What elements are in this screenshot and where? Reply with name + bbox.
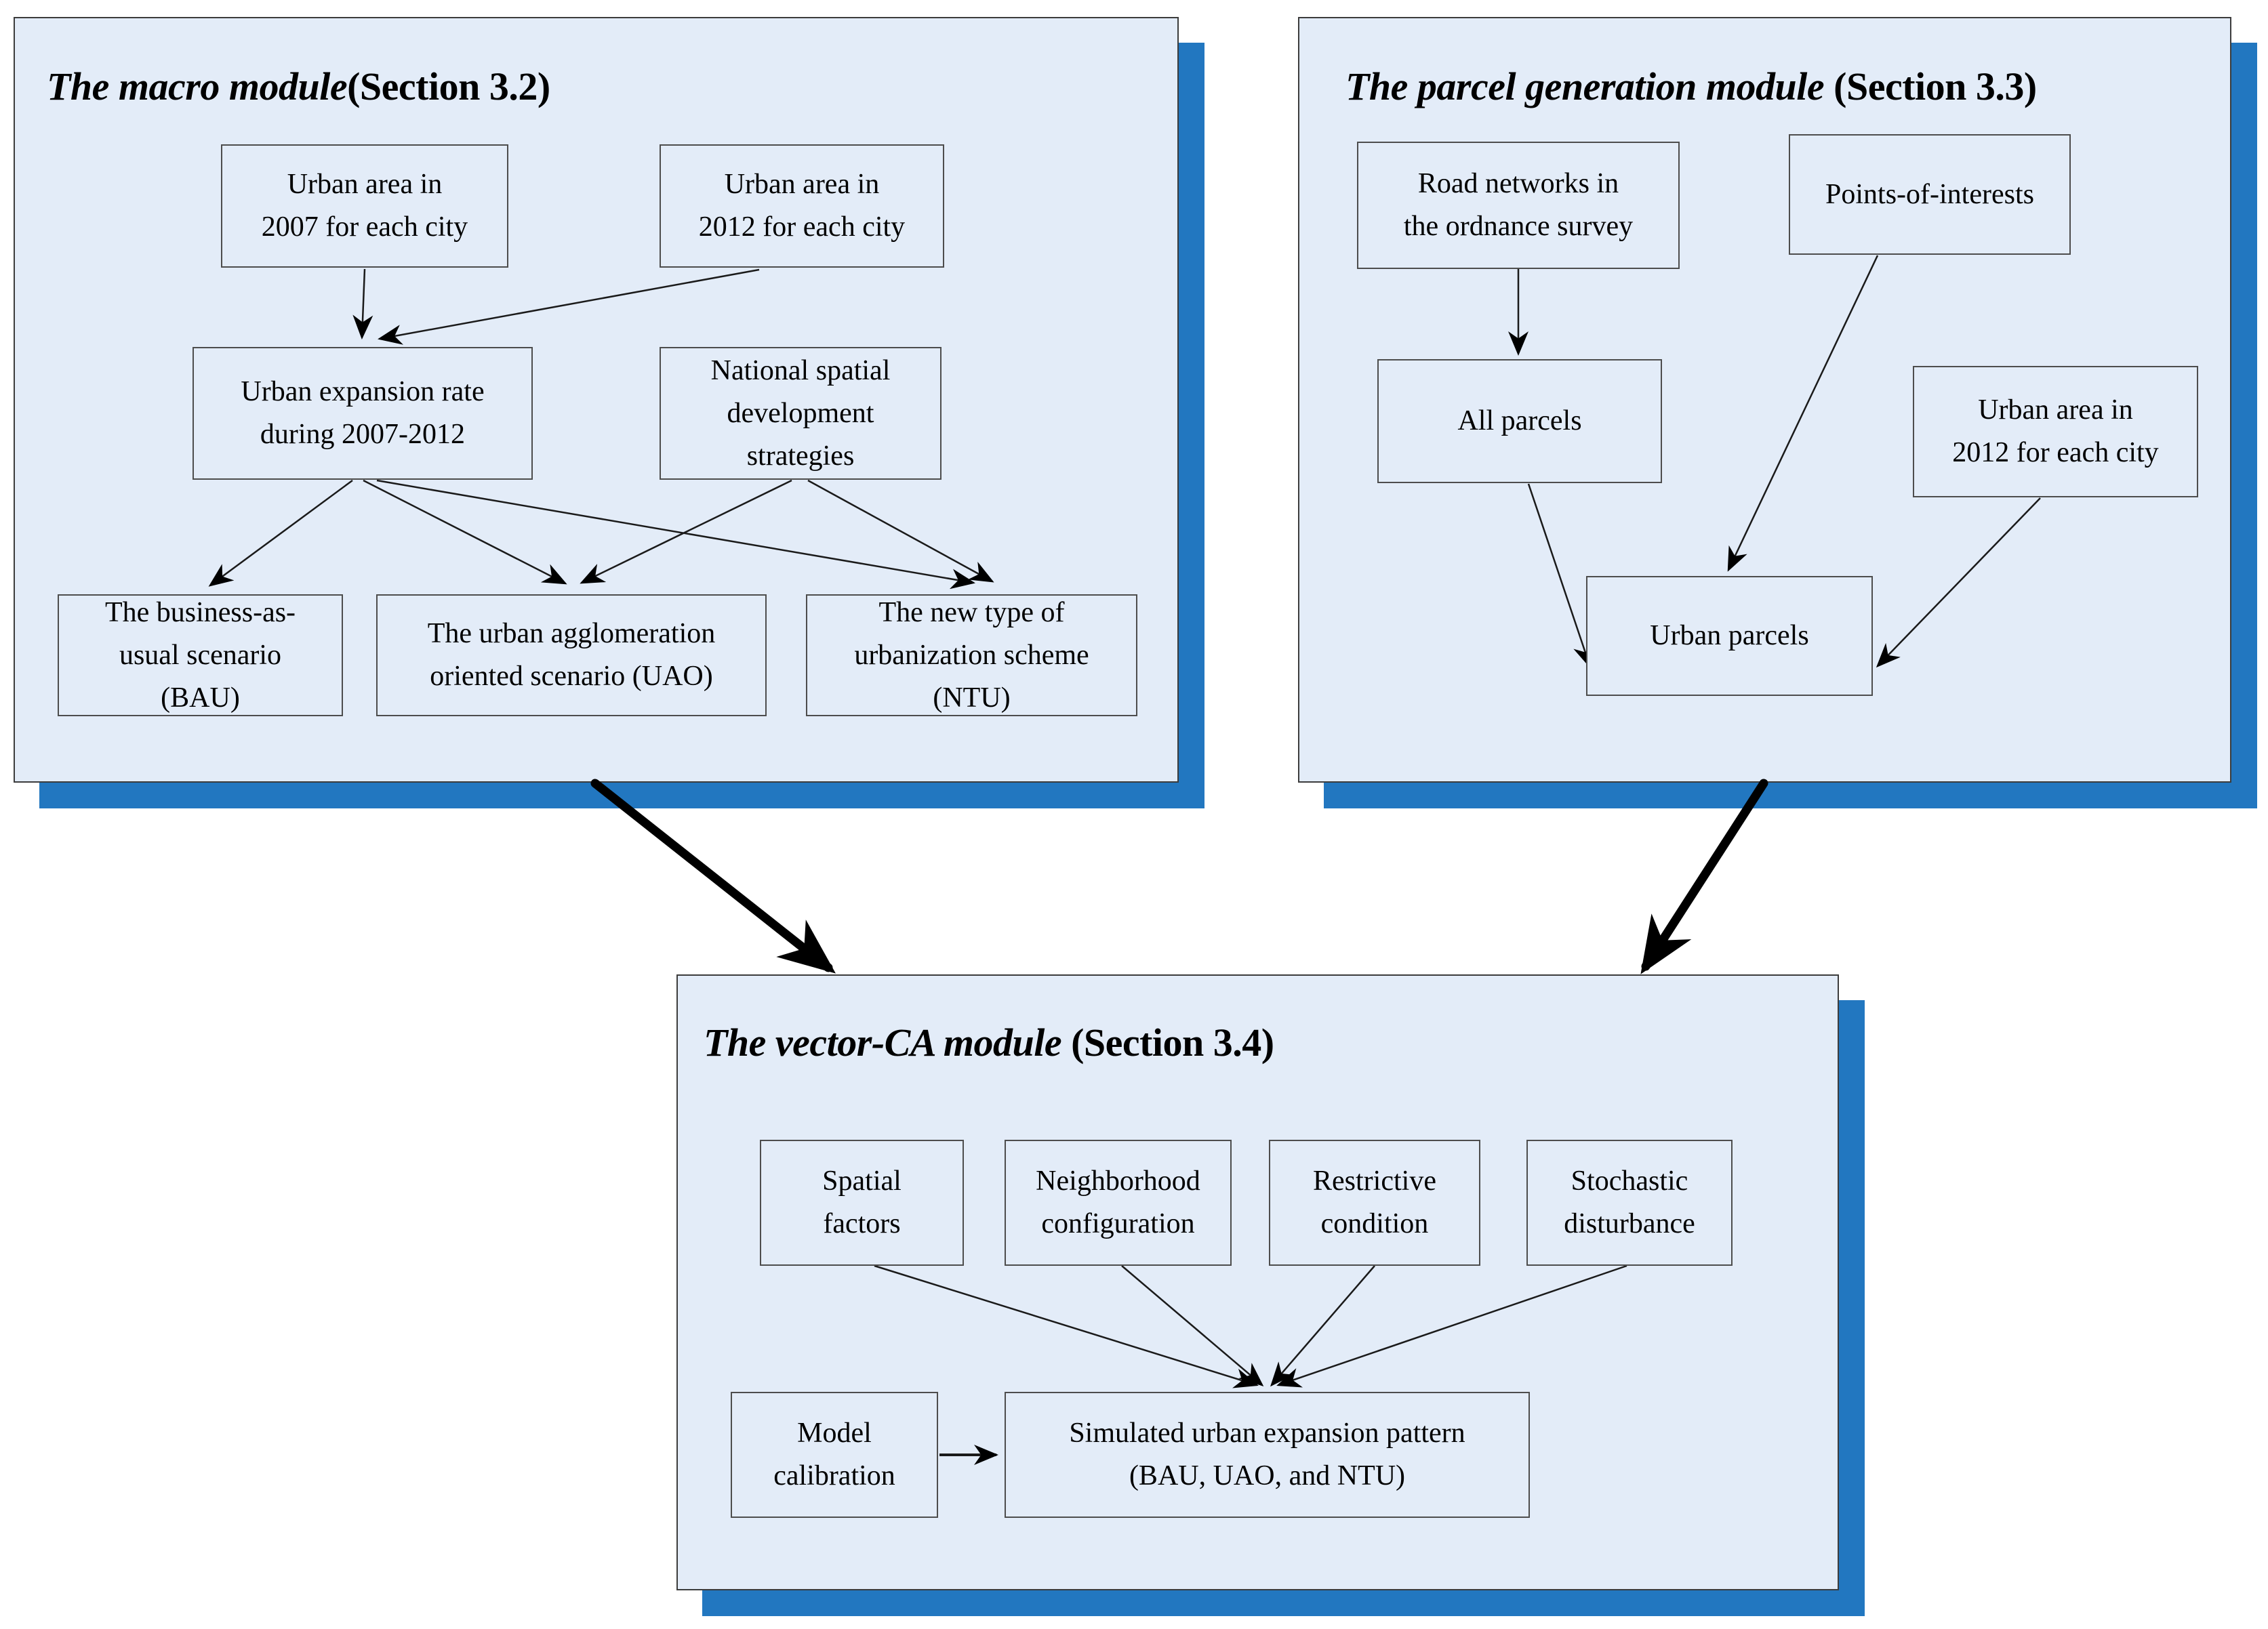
- node-spatial-factors-label: Spatial factors: [822, 1166, 902, 1239]
- node-restrictive-condition: Restrictive condition: [1269, 1140, 1480, 1266]
- arrow-macro-to-vectorca: [590, 779, 836, 974]
- macro-module-title-name: The macro module: [47, 64, 348, 108]
- node-urban-expansion-rate: Urban expansion rate during 2007-2012: [193, 347, 533, 480]
- node-bau-scenario-label: The business-as- usual scenario (BAU): [104, 596, 296, 714]
- node-simulated-pattern: Simulated urban expansion pattern (BAU, …: [1005, 1392, 1530, 1518]
- node-urban-area-2012-macro: Urban area in 2012 for each city: [660, 144, 944, 268]
- node-urban-area-2007: Urban area in 2007 for each city: [221, 144, 508, 268]
- node-points-of-interests: Points-of-interests: [1789, 134, 2071, 255]
- node-urban-area-2012-parcel-label: Urban area in 2012 for each city: [1952, 394, 2159, 468]
- node-urban-area-2012-parcel: Urban area in 2012 for each city: [1913, 366, 2198, 497]
- node-stochastic-disturbance-label: Stochastic disturbance: [1564, 1166, 1695, 1239]
- node-urban-area-2007-label: Urban area in 2007 for each city: [261, 169, 468, 243]
- node-spatial-factors: Spatial factors: [760, 1140, 964, 1266]
- node-stochastic-disturbance: Stochastic disturbance: [1526, 1140, 1733, 1266]
- node-urban-parcels-label: Urban parcels: [1650, 620, 1809, 651]
- node-points-of-interests-label: Points-of-interests: [1825, 178, 2034, 210]
- node-simulated-pattern-label: Simulated urban expansion pattern (BAU, …: [1069, 1418, 1465, 1491]
- vector-ca-module-title: The vector-CA module (Section 3.4): [704, 1020, 1274, 1065]
- node-national-strategies: National spatial development strategies: [660, 347, 941, 480]
- node-neighborhood-configuration: Neighborhood configuration: [1005, 1140, 1232, 1266]
- node-model-calibration-label: Model calibration: [773, 1418, 895, 1491]
- node-model-calibration: Model calibration: [731, 1392, 938, 1518]
- node-ntu-scheme: The new type of urbanization scheme (NTU…: [806, 594, 1137, 716]
- arrow-parcel-to-vectorca: [1640, 779, 1768, 974]
- vector-module-title-name: The vector-CA module: [704, 1020, 1062, 1065]
- parcel-generation-module-title: The parcel generation module (Section 3.…: [1345, 64, 2037, 109]
- node-urban-expansion-rate-label: Urban expansion rate during 2007-2012: [241, 376, 485, 450]
- node-restrictive-condition-label: Restrictive condition: [1313, 1166, 1436, 1239]
- vector-module-title-section: (Section 3.4): [1061, 1020, 1274, 1065]
- macro-module-title: The macro module(Section 3.2): [47, 64, 550, 109]
- node-uao-scenario: The urban agglomeration oriented scenari…: [376, 594, 767, 716]
- node-road-networks-label: Road networks in the ordnance survey: [1403, 168, 1634, 242]
- parcel-module-title-name: The parcel generation module: [1345, 64, 1825, 108]
- macro-module-title-section: (Section 3.2): [347, 64, 550, 108]
- node-all-parcels-label: All parcels: [1457, 405, 1582, 436]
- node-ntu-scheme-label: The new type of urbanization scheme (NTU…: [854, 596, 1089, 714]
- node-uao-scenario-label: The urban agglomeration oriented scenari…: [427, 618, 716, 692]
- parcel-module-title-section: (Section 3.3): [1824, 64, 2037, 108]
- node-neighborhood-configuration-label: Neighborhood configuration: [1036, 1166, 1200, 1239]
- node-national-strategies-label: National spatial development strategies: [710, 354, 891, 472]
- node-road-networks: Road networks in the ordnance survey: [1357, 142, 1680, 269]
- node-urban-area-2012-macro-label: Urban area in 2012 for each city: [698, 169, 906, 243]
- node-urban-parcels: Urban parcels: [1586, 576, 1873, 696]
- node-bau-scenario: The business-as- usual scenario (BAU): [58, 594, 343, 716]
- node-all-parcels: All parcels: [1377, 359, 1662, 483]
